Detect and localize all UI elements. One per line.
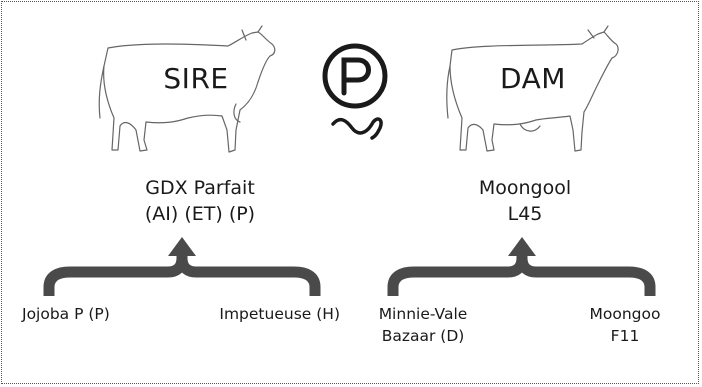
dam-parent-sire-line2: Bazaar (D) [381,327,465,345]
sire-parent-sire: Jojoba P (P) [22,305,110,323]
dam-name: Moongool L45 [460,175,590,227]
dam-arrow-head [508,237,536,256]
dam-parent-dam-line2: F11 [610,327,640,345]
dam-parent-sire-line1: Minnie-Vale [378,305,468,323]
sire-name: GDX Parfait (AI) (ET) (P) [120,175,280,227]
dam-parent-dam-line1: Moongoo [589,305,661,323]
dam-bracket-arrow [387,252,656,296]
bull-outline-icon [98,25,276,153]
sire-bracket-arrow [43,252,321,296]
dam-parent-dam: Moongoo F11 [570,303,680,347]
dam-parent-sire: Minnie-Vale Bazaar (D) [368,303,478,347]
dam-name-line2: L45 [507,203,543,225]
dam-label: DAM [500,62,566,95]
dam-name-line1: Moongool [478,177,572,199]
polled-symbol-icon [322,43,388,140]
sire-name-line2: (AI) (ET) (P) [144,203,256,225]
sire-label: SIRE [163,62,229,95]
sire-parent-dam: Impetueuse (H) [219,305,340,323]
sire-name-line1: GDX Parfait [145,177,255,199]
sire-arrow-head [168,237,196,256]
cow-outline-icon [446,25,619,152]
